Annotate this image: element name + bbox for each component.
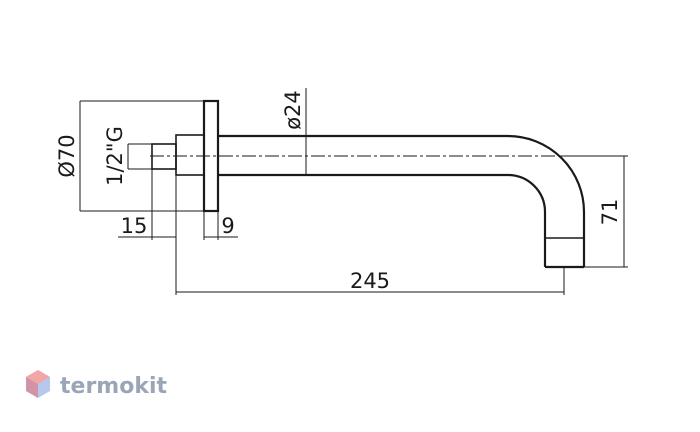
label-flange-diameter: Ø70 [55, 134, 79, 177]
label-arm-length: 245 [350, 269, 390, 293]
label-pipe-diameter: ø24 [281, 90, 305, 130]
bend-inner [507, 173, 547, 213]
part-outline [151, 99, 586, 269]
watermark-brand: termokit [60, 374, 167, 399]
bend-outer [507, 134, 586, 213]
connector-nut [175, 134, 205, 176]
label-flange-thickness: 9 [221, 214, 234, 238]
termokit-logo-icon [26, 370, 50, 398]
watermark: termokit [26, 370, 167, 399]
dimension-lines [79, 88, 628, 295]
label-drop-height: 71 [598, 199, 622, 226]
label-thread-length: 15 [121, 214, 148, 238]
label-thread: 1/2"G [103, 126, 127, 186]
